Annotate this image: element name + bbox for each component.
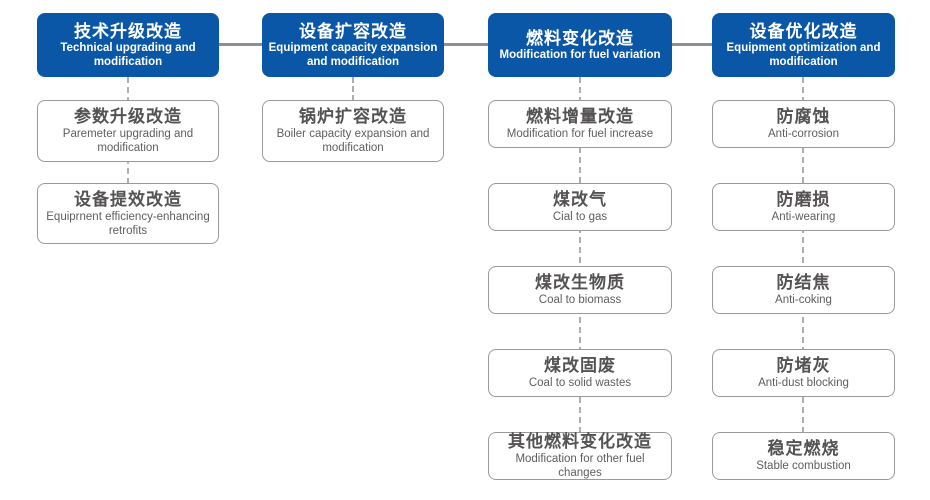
node-coal-to-gas: 煤改气 Cial to gas (488, 183, 672, 231)
node-coal-to-biomass: 煤改生物质 Coal to biomass (488, 266, 672, 314)
node-anti-corrosion: 防腐蚀 Anti-corrosion (712, 100, 895, 148)
column4-dashed-connector (802, 77, 804, 433)
header-title-en: Modification for fuel variation (499, 48, 661, 61)
header-capacity-expansion: 设备扩容改造 Equipment capacity expansion and … (262, 13, 444, 77)
node-stable-combustion: 稳定燃烧 Stable combustion (712, 432, 895, 480)
header-equipment-optimization: 设备优化改造 Equipment optimization and modifi… (712, 13, 895, 77)
node-anti-coking: 防结焦 Anti-coking (712, 266, 895, 314)
node-title-zh: 煤改固废 (544, 356, 616, 376)
node-title-zh: 防腐蚀 (776, 107, 831, 127)
node-title-zh: 煤改气 (553, 190, 607, 210)
header-fuel-variation: 燃料变化改造 Modification for fuel variation (488, 13, 672, 77)
header-title-en: Equipment capacity expansion and modific… (268, 42, 438, 68)
node-title-zh: 防堵灰 (776, 356, 831, 376)
node-title-zh: 锅炉扩容改造 (299, 107, 407, 127)
header-title-zh: 设备扩容改造 (299, 21, 407, 41)
node-title-zh: 防结焦 (776, 273, 831, 293)
node-boiler-capacity-expansion: 锅炉扩容改造 Boiler capacity expansion and mod… (262, 100, 444, 162)
node-title-en: Coal to biomass (538, 294, 622, 307)
node-efficiency-enhancing: 设备提效改造 Equiprnent efficiency-enhancing r… (37, 183, 219, 244)
header-technical-upgrading: 技术升级改造 Technical upgrading and modificat… (37, 13, 219, 77)
node-title-en: Modification for fuel increase (506, 128, 654, 141)
node-parameter-upgrading: 参数升级改造 Paremeter upgrading and modificat… (37, 100, 219, 162)
node-coal-to-solid-wastes: 煤改固废 Coal to solid wastes (488, 349, 672, 397)
node-title-zh: 参数升级改造 (74, 107, 182, 127)
node-title-en: Paremeter upgrading and modification (62, 128, 194, 155)
node-title-en: Anti-wearing (771, 211, 836, 224)
node-title-en: Boiler capacity expansion and modificati… (276, 128, 430, 155)
node-title-zh: 燃料增量改造 (526, 107, 634, 127)
node-title-en: Anti-corrosion (768, 128, 839, 141)
node-title-zh: 其他燃料变化改造 (508, 432, 652, 452)
header-connector-line (129, 43, 803, 46)
header-title-en: Equipment optimization and modification (726, 42, 881, 68)
header-title-en: Technical upgrading and modification (60, 42, 196, 68)
header-title-zh: 燃料变化改造 (526, 28, 634, 48)
node-other-fuel-changes: 其他燃料变化改造 Modification for other fuel cha… (488, 432, 672, 480)
node-title-en: Equiprnent efficiency-enhancing retrofit… (46, 210, 210, 237)
node-fuel-increase: 燃料增量改造 Modification for fuel increase (488, 100, 672, 148)
node-title-zh: 防磨损 (776, 190, 831, 210)
column2-dashed-connector (352, 77, 354, 101)
node-anti-wearing: 防磨损 Anti-wearing (712, 183, 895, 231)
header-title-zh: 设备优化改造 (749, 21, 858, 41)
node-title-zh: 设备提效改造 (74, 189, 182, 209)
node-title-en: Cial to gas (552, 211, 608, 224)
node-title-en: Modification for other fuel changes (515, 453, 645, 480)
node-title-en: Coal to solid wastes (528, 377, 632, 390)
node-title-en: Stable combustion (756, 460, 851, 473)
node-title-zh: 稳定燃烧 (767, 439, 840, 459)
node-title-zh: 煤改生物质 (535, 273, 625, 293)
node-title-en: Anti-coking (775, 294, 832, 307)
column3-dashed-connector (579, 77, 581, 433)
node-anti-dust-blocking: 防堵灰 Anti-dust blocking (712, 349, 895, 397)
node-title-en: Anti-dust blocking (758, 377, 849, 390)
header-title-zh: 技术升级改造 (74, 21, 182, 41)
